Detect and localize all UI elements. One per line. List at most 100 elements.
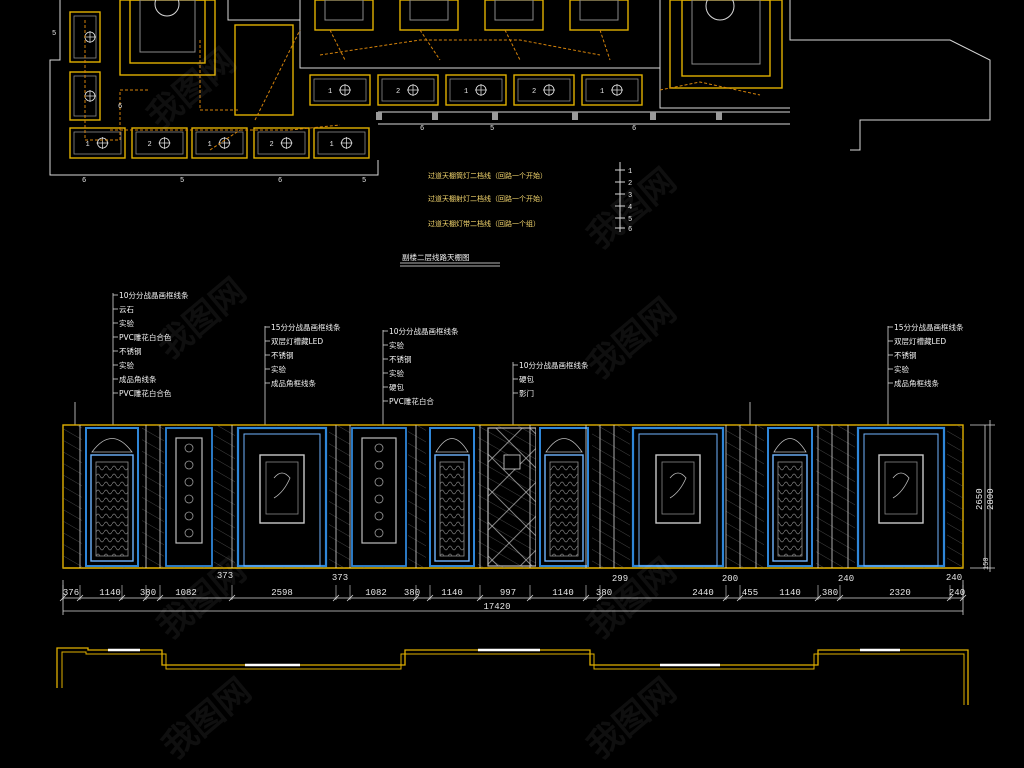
callout-label: 不锈钢 xyxy=(119,346,142,356)
callout-label: 成品角线条 xyxy=(119,374,157,384)
callout-label: 成品角框线条 xyxy=(271,378,316,388)
total-dimension: 17420 xyxy=(483,602,510,612)
strip-panel xyxy=(165,427,213,567)
mid-dimension: 373 xyxy=(332,573,348,583)
callout-label: 10分分战晶画框线条 xyxy=(519,360,589,370)
callout-label: 15分分战晶画框线条 xyxy=(894,322,964,332)
callout-label: 不锈钢 xyxy=(389,354,412,364)
callout-label: 双层灯槽藏LED xyxy=(894,336,946,346)
plan-note-1: 过道天棚筒灯二档线（回路一个开始） xyxy=(428,171,547,180)
callout-label: 影门 xyxy=(519,388,534,398)
edge-number: 5 xyxy=(52,30,56,38)
edge-number: 5 xyxy=(490,125,494,133)
edge-number: 6 xyxy=(278,177,282,185)
dimension-ticks: 376 1140 380 1082 2598 1082 380 1140 997 1140 380 2… xyxy=(59,585,967,602)
callout-label: 硬包 xyxy=(389,382,404,392)
light-box-number: 2 xyxy=(270,141,274,149)
segment-dimension: 1140 xyxy=(99,588,121,598)
svg-text:我图网: 我图网 xyxy=(150,271,254,367)
segment-dimension: 997 xyxy=(500,588,516,598)
svg-text:我图网: 我图网 xyxy=(155,671,259,767)
door-panel xyxy=(767,427,813,567)
legend-number: 2 xyxy=(628,180,632,188)
height-dim-2800: 2800 xyxy=(986,488,996,510)
edge-number: 6 xyxy=(82,177,86,185)
watermark-text: 我图网 xyxy=(140,41,244,137)
plan-edge-number-group: 6 5 6 5 6 5 6 5 6 xyxy=(52,30,636,185)
light-box xyxy=(309,74,371,106)
callout-label: PVC雕花白合 xyxy=(389,396,434,406)
edge-number: 6 xyxy=(632,125,636,133)
floor-profile-line xyxy=(56,647,969,705)
segment-dimension: 240 xyxy=(949,588,965,598)
door-panel xyxy=(539,427,589,567)
light-box-number: 2 xyxy=(148,141,152,149)
callout-label: 不锈钢 xyxy=(271,350,294,360)
edge-number: 5 xyxy=(180,177,184,185)
segment-dimension: 1082 xyxy=(365,588,387,598)
light-box-number: 1 xyxy=(600,88,604,96)
callout-label: 实验 xyxy=(119,360,134,370)
segment-dimension: 380 xyxy=(596,588,612,598)
mid-dimension: 200 xyxy=(722,574,738,584)
segment-dimension: 376 xyxy=(63,588,79,598)
svg-text:我图网: 我图网 xyxy=(580,291,684,387)
svg-text:我图网: 我图网 xyxy=(580,671,684,767)
light-box-number: 1 xyxy=(328,88,332,96)
callout-label: 成品角框线条 xyxy=(894,378,939,388)
door-panel xyxy=(85,427,139,567)
light-box xyxy=(131,127,188,159)
callout-label: PVC雕花白合色 xyxy=(119,332,172,342)
mid-dimension: 373 xyxy=(217,571,233,581)
segment-dimension: 2598 xyxy=(271,588,293,598)
material-callouts: 10分分战晶画框线条云石实验PVC雕花白合色不锈钢实验成品角线条PVC雕花白合色… xyxy=(113,290,964,406)
segment-dimension: 380 xyxy=(404,588,420,598)
plan-title: 副楼二层线路天棚图 xyxy=(402,252,470,262)
strip-panel xyxy=(351,427,407,567)
legend-number: 1 xyxy=(628,168,632,176)
edge-number: 6 xyxy=(420,125,424,133)
edge-number: 5 xyxy=(362,177,366,185)
light-box-number: 1 xyxy=(208,141,212,149)
light-box-number: 2 xyxy=(396,88,400,96)
callout-label: 10分分战晶画框线条 xyxy=(119,290,189,300)
edge-number: 6 xyxy=(118,103,122,111)
segment-dimension: 1140 xyxy=(779,588,801,598)
light-box-number: 2 xyxy=(532,88,536,96)
elevation-panels xyxy=(63,425,963,568)
light-box xyxy=(253,127,310,159)
height-dim-2650: 2650 xyxy=(975,488,985,510)
legend-number: 6 xyxy=(628,226,632,234)
mid-dimension: 240 xyxy=(946,573,962,583)
callout-label: 双层灯槽藏LED xyxy=(271,336,323,346)
light-box xyxy=(513,74,575,106)
callout-label: 硬包 xyxy=(519,374,534,384)
callout-label: 实验 xyxy=(271,364,286,374)
diamond-panel xyxy=(487,427,537,567)
callout-label: 15分分战晶画框线条 xyxy=(271,322,341,332)
light-box xyxy=(445,74,507,106)
callout-label: PVC雕花白合色 xyxy=(119,388,172,398)
segment-dimension: 380 xyxy=(822,588,838,598)
legend-number: 4 xyxy=(628,204,632,212)
callout-label: 云石 xyxy=(119,305,134,314)
segment-dimension: 1140 xyxy=(441,588,463,598)
light-box xyxy=(581,74,643,106)
plan-note-2: 过道天棚射灯二档线（回路一个开始） xyxy=(428,194,547,203)
legend-number: 3 xyxy=(628,192,632,200)
plan-note-3: 过道天棚灯带二档线（回路一个组） xyxy=(428,219,540,228)
callout-label: 实验 xyxy=(894,364,909,374)
legend-number: 5 xyxy=(628,216,632,224)
light-box xyxy=(69,127,126,159)
light-box xyxy=(313,127,370,159)
callout-label: 不锈钢 xyxy=(894,350,917,360)
segment-dimension: 2440 xyxy=(692,588,714,598)
height-dim-150: 150 xyxy=(983,557,991,570)
light-box xyxy=(377,74,439,106)
segment-dimension: 455 xyxy=(742,588,758,598)
segment-dimension: 1082 xyxy=(175,588,197,598)
